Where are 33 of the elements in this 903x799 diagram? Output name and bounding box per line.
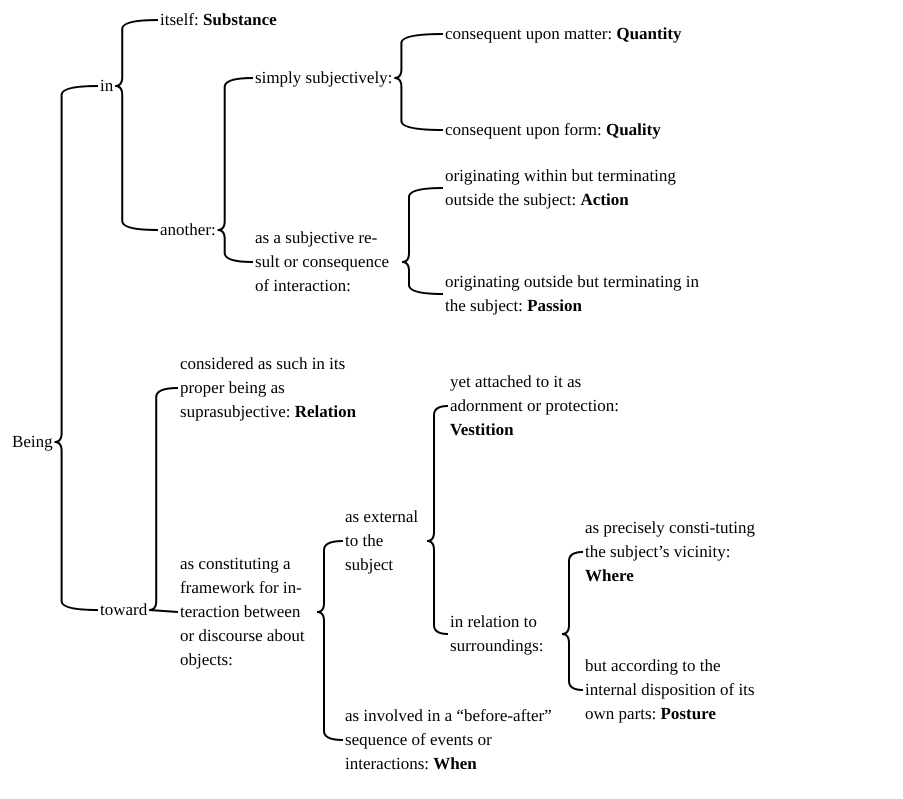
category-text: originating within but terminating outside the subject: Action <box>445 164 700 212</box>
brace-line <box>218 229 254 263</box>
category-text: in relation to surroundings: <box>450 610 560 658</box>
category-text: but according to the internal disposition of its own parts: Posture <box>585 654 760 726</box>
category-text: in <box>100 74 114 98</box>
brace-line <box>115 85 158 231</box>
category-text: as involved in a “before-after” sequence of events or interactions: When <box>345 704 565 776</box>
category-text: as external to the subject <box>345 505 425 577</box>
brace-line <box>149 609 178 613</box>
category-text: Being <box>12 430 53 454</box>
category-text: itself: Substance <box>160 8 277 32</box>
brace-line <box>54 85 98 443</box>
category-text: yet attached to it as adornment or protection: Vestition <box>450 370 620 442</box>
brace-line <box>394 77 444 131</box>
brace-line <box>54 441 98 611</box>
category-text: toward <box>100 598 148 622</box>
category-text: consequent upon form: Quality <box>445 118 661 142</box>
category-text: as constituting a framework for in-teraction between or discourse about objects: <box>180 552 315 672</box>
category-text: considered as such in its proper being as suprasubjective: Relation <box>180 352 365 424</box>
brace-line <box>115 19 158 87</box>
brace-line <box>149 387 178 611</box>
brace-line <box>316 540 344 613</box>
brace-line <box>394 33 444 79</box>
category-text: another: <box>160 218 216 242</box>
category-text: consequent upon matter: Quantity <box>445 22 682 46</box>
brace-line <box>402 261 444 295</box>
category-text: simply subjectively: <box>255 66 392 90</box>
category-text: as a subjective re-sult or consequence of interaction: <box>255 226 400 298</box>
category-text: originating outside but terminating in the subject: Passion <box>445 270 700 318</box>
category-text: as precisely consti-tuting the subject’s vicinity: Where <box>585 516 760 588</box>
brace-line <box>218 77 254 231</box>
brace-line <box>316 611 344 741</box>
brace-line <box>402 187 444 263</box>
